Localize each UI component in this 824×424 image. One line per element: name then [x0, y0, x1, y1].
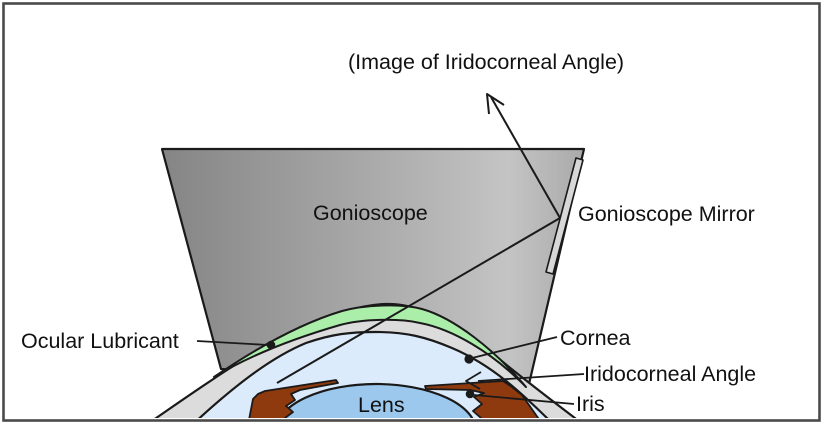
iris-leader: [473, 394, 575, 405]
iridocorneal-angle-arrowhead: [465, 371, 482, 390]
light-ray-to-mirror: [276, 217, 561, 384]
label-image-of-iridocorneal-angle: (Image of Iridocorneal Angle): [348, 50, 625, 74]
label-ocular-lubricant: Ocular Lubricant: [21, 329, 179, 353]
cornea-leader: [471, 336, 558, 359]
lens-body: [278, 382, 474, 418]
label-iris: Iris: [576, 392, 605, 416]
gonioscope-mirror-glass: [545, 157, 584, 275]
label-lens: Lens: [358, 393, 405, 417]
ocular-lubricant-leader: [196, 340, 269, 346]
ocular-lubricant-dot: [266, 340, 276, 350]
iris-right: [424, 380, 540, 418]
label-gonioscope: Gonioscope: [313, 201, 428, 225]
cornea-dot: [464, 354, 474, 364]
iris-left: [248, 379, 339, 418]
iris-dot: [465, 389, 475, 399]
light-ray-reflected: [490, 96, 561, 219]
label-gonioscope-mirror: Gonioscope Mirror: [578, 202, 755, 226]
iridocorneal-angle-leader: [477, 373, 585, 382]
light-ray-arrowhead: [486, 93, 505, 115]
label-cornea: Cornea: [560, 326, 631, 350]
ocular-lubricant-layer: [213, 304, 527, 388]
label-iridocorneal-angle: Iridocorneal Angle: [584, 362, 757, 386]
